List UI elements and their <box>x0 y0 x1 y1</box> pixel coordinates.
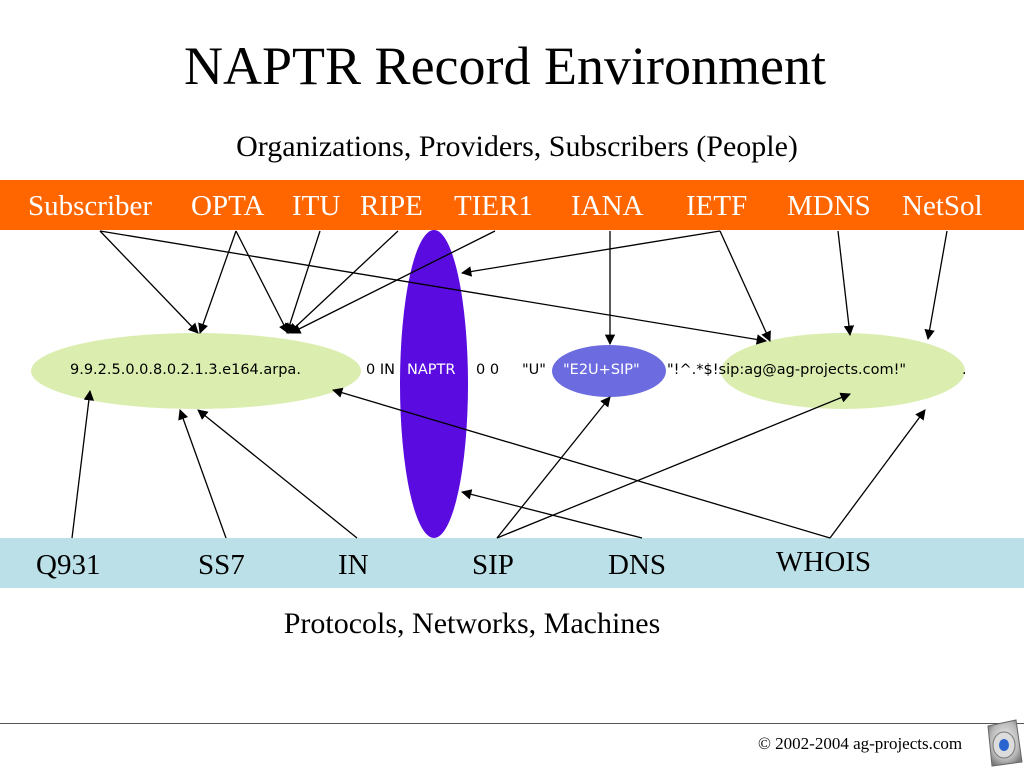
arrow-q931-domain <box>71 389 95 539</box>
protocols-caption: Protocols, Networks, Machines <box>283 607 661 640</box>
arrow-ss7-domain <box>178 409 227 539</box>
naptr-ellipse <box>400 230 468 538</box>
arrow-dns-naptr <box>460 489 643 539</box>
organizations-caption: Organizations, Providers, Subscribers (P… <box>236 130 798 163</box>
arrow-subscriber-regexp <box>99 230 768 345</box>
record-order-pref: 0 0 <box>476 362 500 378</box>
org-ietf: IETF <box>686 190 748 222</box>
organizations-bar <box>0 180 1024 230</box>
arrow-sip-service <box>496 396 611 539</box>
proto-q931: Q931 <box>36 549 101 581</box>
proto-in: IN <box>338 549 369 581</box>
arrow-sip-regexp <box>496 392 851 539</box>
org-subscriber: Subscriber <box>28 190 153 222</box>
record-class: 0 IN <box>366 362 395 378</box>
proto-ss7: SS7 <box>198 549 245 581</box>
org-mdns: MDNS <box>787 190 871 222</box>
arrow-whois-regexp <box>829 409 926 539</box>
arrow-ripe-e164 <box>288 230 399 334</box>
arrow-opta-e164 <box>235 230 289 334</box>
arrow-ietf-regexp <box>719 230 771 342</box>
footer-copyright: © 2002-2004 ag-projects.com <box>758 734 963 753</box>
arrow-opta-domain <box>198 230 237 334</box>
org-ripe: RIPE <box>360 190 423 222</box>
slide-title: NAPTR Record Environment <box>184 36 826 96</box>
proto-whois: WHOIS <box>776 546 872 578</box>
record-service: "E2U+SIP" <box>563 362 640 378</box>
arrow-whois-domain <box>332 387 831 539</box>
arrow-ietf-naptr <box>460 230 721 277</box>
org-opta: OPTA <box>191 190 265 222</box>
relationship-arrows <box>71 230 948 539</box>
regexp-ellipse <box>721 333 965 409</box>
arrow-mdns-regexp <box>837 230 855 337</box>
arrow-netsol-regexp <box>924 230 948 341</box>
org-itu: ITU <box>292 190 341 222</box>
proto-dns: DNS <box>608 549 667 581</box>
record-type: NAPTR <box>407 362 456 378</box>
arrow-tier1-e164 <box>290 230 496 334</box>
record-flags: "U" <box>522 362 546 378</box>
arrow-itu-e164 <box>284 230 321 334</box>
speaker-icon[interactable] <box>982 718 1024 768</box>
org-netsol: NetSol <box>902 190 983 222</box>
footer-divider <box>0 723 1024 724</box>
record-replacement: . <box>962 362 967 378</box>
arrow-in-domain <box>197 409 358 539</box>
record-domain: 9.9.2.5.0.0.8.0.2.1.3.e164.arpa. <box>70 362 301 378</box>
proto-sip: SIP <box>472 549 514 581</box>
org-tier1: TIER1 <box>454 190 533 222</box>
org-iana: IANA <box>571 190 644 222</box>
protocols-bar <box>0 538 1024 588</box>
arrow-subscriber-domain <box>99 230 199 334</box>
service-ellipse <box>552 345 666 397</box>
domain-ellipse <box>31 333 361 409</box>
record-regexp: "!^.*$!sip:ag@ag-projects.com!" <box>667 362 907 378</box>
